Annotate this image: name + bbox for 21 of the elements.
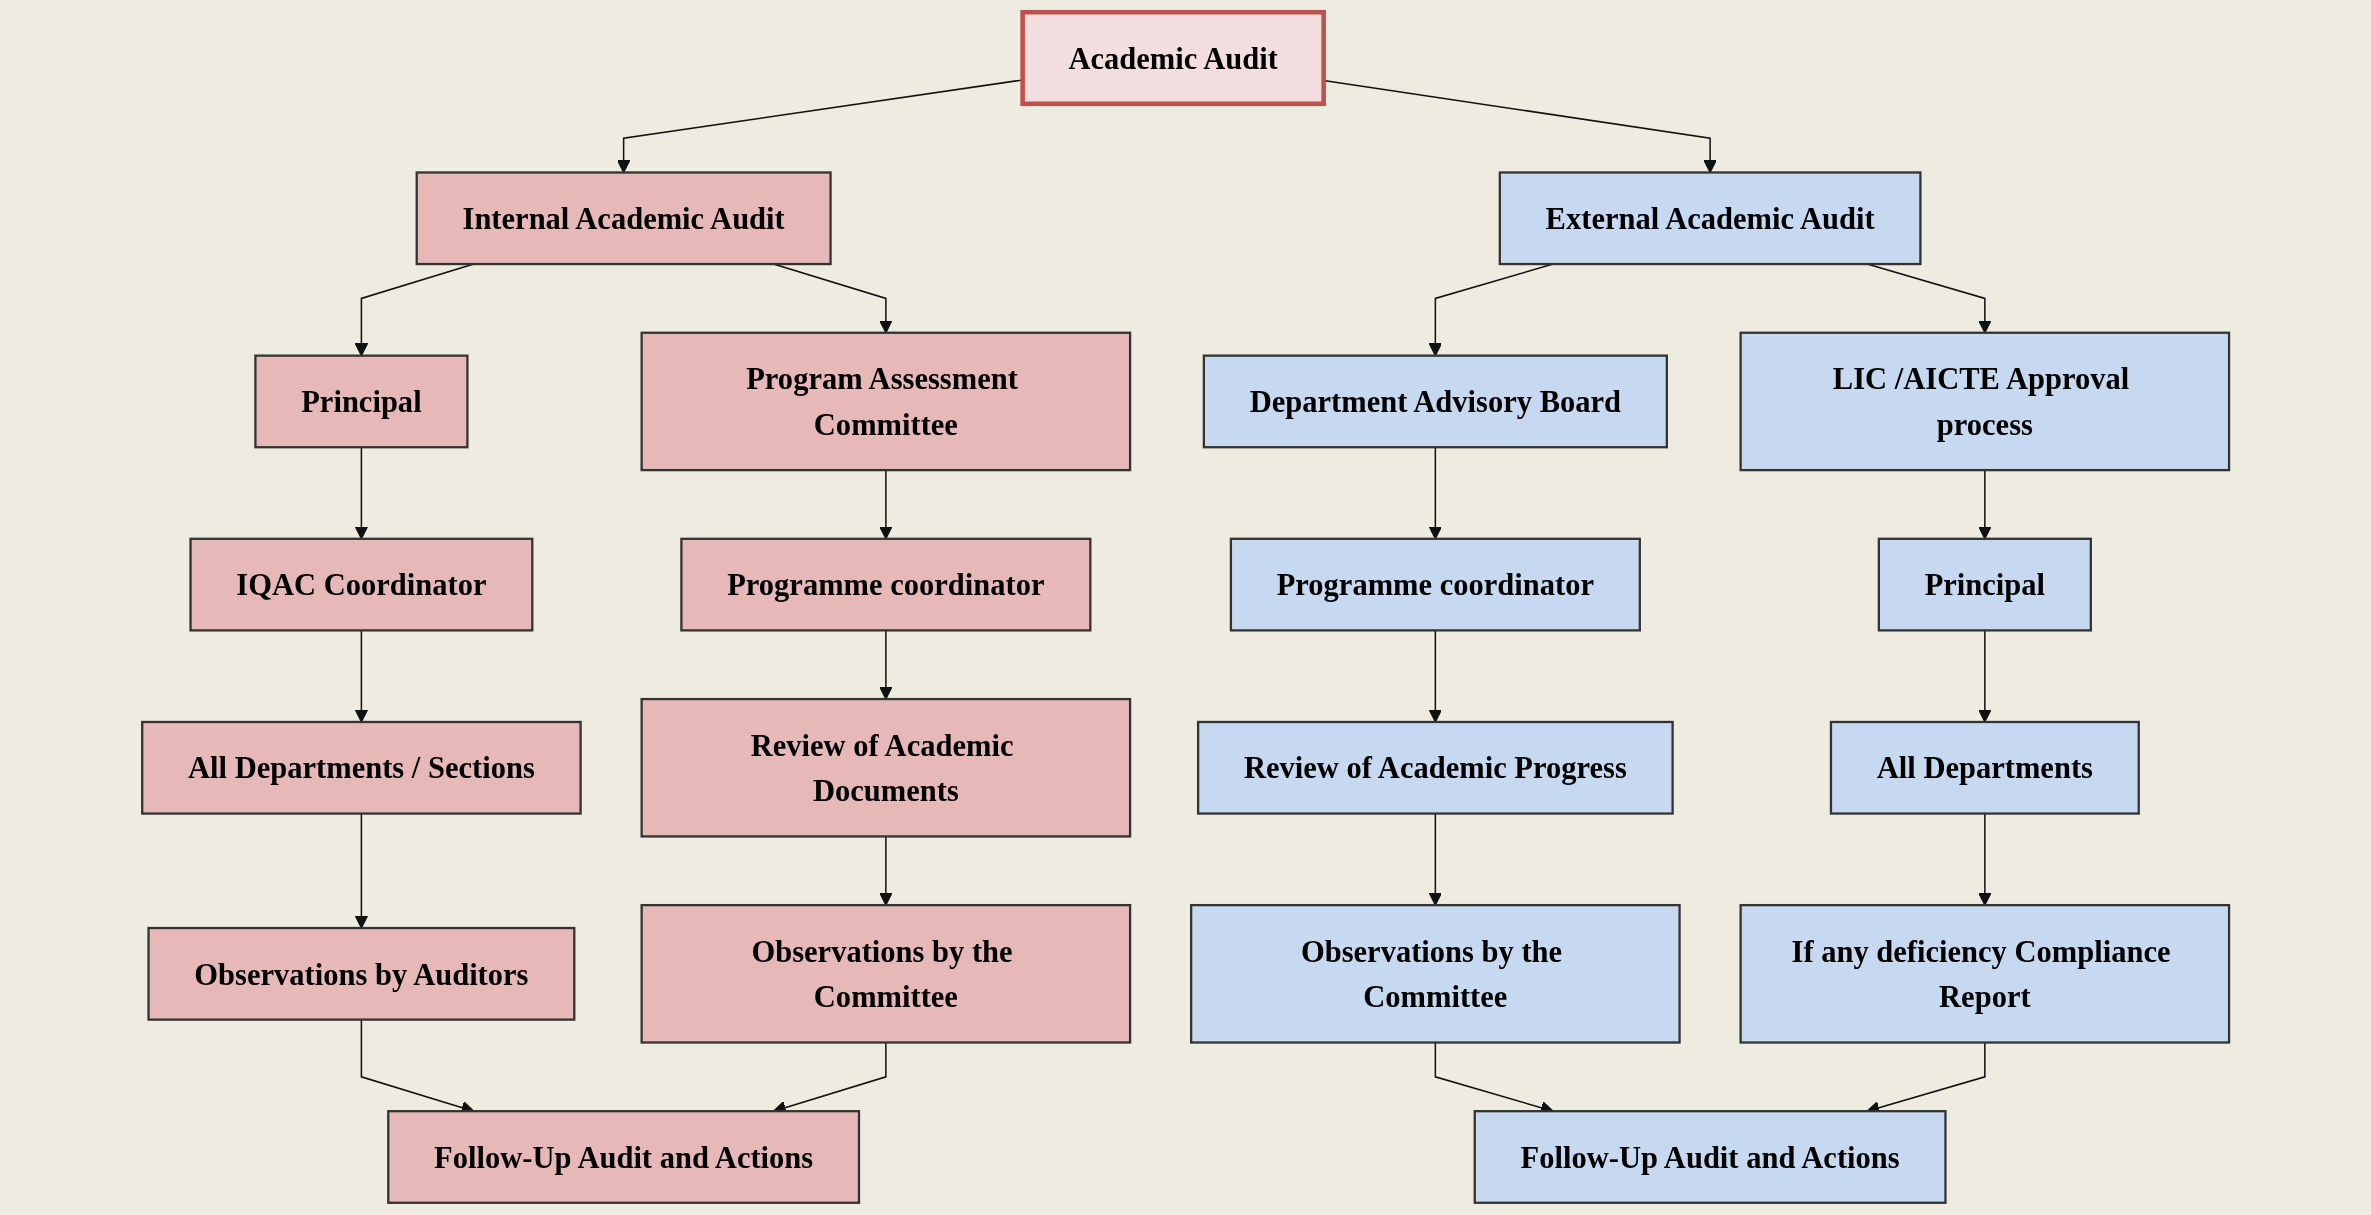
node-box: All Departments	[1829, 720, 2140, 815]
node-box: If any deficiency Compliance Report	[1739, 904, 2231, 1044]
node-box: LIC /AICTE Approval process	[1739, 331, 2231, 472]
node-box: Academic Audit	[1020, 9, 1326, 107]
node-box: Principal	[254, 354, 469, 449]
node-box: Programme coordinator	[1229, 537, 1641, 632]
node-box: Review of Academic Progress	[1196, 720, 1674, 815]
node-box: External Academic Audit	[1498, 171, 1922, 266]
node-box: Observations by the Committee	[640, 904, 1132, 1044]
node-box: Internal Academic Audit	[415, 171, 832, 266]
node-box: All Departments / Sections	[140, 720, 582, 815]
node-box: Review of Academic Documents	[640, 697, 1132, 838]
node-box: Program Assessment Committee	[640, 331, 1132, 472]
node-box: Observations by Auditors	[147, 926, 576, 1021]
node-box: Observations by the Committee	[1189, 904, 1681, 1044]
node-box: Programme coordinator	[680, 537, 1092, 632]
node-box: Follow-Up Audit and Actions	[387, 1110, 860, 1204]
node-box: Principal	[1877, 537, 2092, 632]
node-box: Follow-Up Audit and Actions	[1473, 1110, 1947, 1204]
node-box: Department Advisory Board	[1202, 354, 1668, 449]
node-box: IQAC Coordinator	[189, 537, 534, 632]
